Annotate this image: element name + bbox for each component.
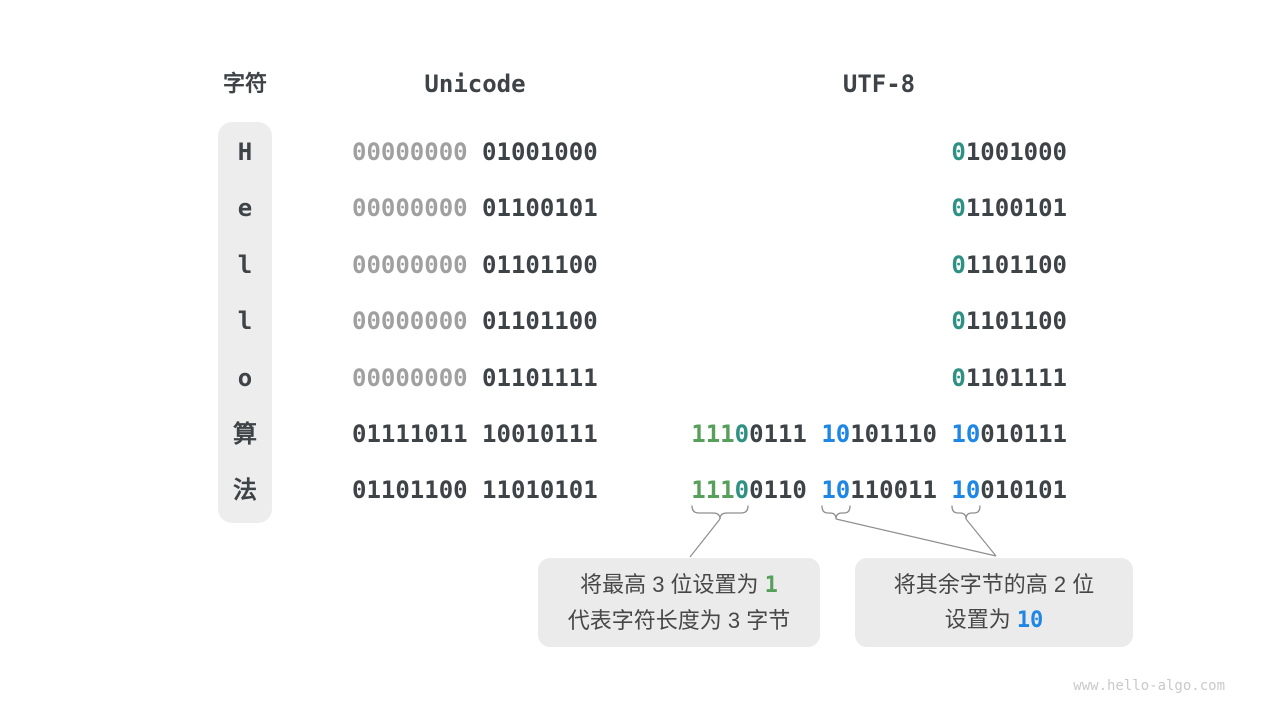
connector-line-left-callout xyxy=(689,518,721,558)
char-label: 法 xyxy=(233,476,257,505)
watermark: www.hello-algo.com xyxy=(1073,678,1225,694)
column-header-utf8: UTF-8 xyxy=(842,70,916,98)
binary-segment-gray: 00000000 xyxy=(352,138,468,166)
binary-segment-dark: 0110 xyxy=(749,476,822,505)
utf8-binary: 01101100 xyxy=(951,249,1067,281)
utf8-binary: 01001000 xyxy=(951,136,1067,168)
callout-continuation-bits: 将其余字节的高 2 位 设置为 10 xyxy=(855,558,1133,647)
binary-segment-green: 111 xyxy=(691,420,735,448)
connector-line-right-byte xyxy=(965,518,997,557)
utf8-binary: 11100110 10110011 10010101 xyxy=(691,474,1067,506)
callout-left-line1: 将最高 3 位设置为 1 xyxy=(580,567,778,603)
char-label: 算 xyxy=(233,420,257,448)
binary-segment-blue: 10 xyxy=(821,476,851,505)
callout-right-line1: 将其余字节的高 2 位 xyxy=(893,572,1095,597)
char-label: e xyxy=(237,194,253,223)
unicode-binary: 01111011 10010111 xyxy=(352,418,598,450)
unicode-binary: 01101100 11010101 xyxy=(352,474,598,506)
underbrace-third-byte-prefix xyxy=(951,505,981,520)
utf8-binary: 01100101 xyxy=(951,192,1067,224)
callout-left-line1-text: 将最高 3 位设置为 xyxy=(580,572,765,597)
unicode-binary: 00000000 01001000 xyxy=(352,136,598,168)
character-column-background xyxy=(218,122,272,523)
callout-right-line2-highlight: 10 xyxy=(1016,608,1044,633)
binary-segment-teal: 0 xyxy=(951,138,966,166)
column-header-unicode: Unicode xyxy=(424,70,526,98)
binary-segment-teal: 0 xyxy=(951,250,966,279)
binary-segment-dark: 0111 xyxy=(749,420,822,448)
callout-right-line2: 设置为 10 xyxy=(945,602,1044,638)
char-label: l xyxy=(237,250,253,279)
binary-segment-dark: 010111 xyxy=(980,420,1067,448)
binary-segment-dark: 01100101 xyxy=(467,194,598,223)
unicode-binary: 00000000 01100101 xyxy=(352,192,598,224)
binary-segment-blue: 10 xyxy=(951,420,981,448)
binary-segment-dark: 01101100 11010101 xyxy=(352,476,598,505)
unicode-binary: 00000000 01101100 xyxy=(352,249,598,281)
binary-segment-gray: 00000000 xyxy=(352,307,468,336)
binary-segment-teal: 0 xyxy=(951,307,966,336)
binary-segment-dark: 01101100 xyxy=(467,250,598,279)
binary-segment-gray: 00000000 xyxy=(352,363,468,392)
binary-segment-dark: 1001000 xyxy=(965,138,1067,166)
callout-right-line2-text: 设置为 xyxy=(944,607,1017,632)
connector-line-middle-byte xyxy=(835,518,997,557)
binary-segment-blue: 10 xyxy=(951,476,981,505)
binary-segment-dark: 1101100 xyxy=(965,250,1067,279)
binary-segment-teal: 0 xyxy=(951,194,966,223)
char-label: o xyxy=(237,363,253,392)
binary-segment-dark: 01111011 10010111 xyxy=(352,420,598,448)
binary-segment-dark: 01101100 xyxy=(467,307,598,336)
callout-left-line1-highlight: 1 xyxy=(764,573,778,598)
binary-segment-dark: 01001000 xyxy=(467,138,598,166)
binary-segment-dark: 101110 xyxy=(850,420,952,448)
binary-segment-dark: 1101100 xyxy=(965,307,1067,336)
callout-high-bits: 将最高 3 位设置为 1 代表字符长度为 3 字节 xyxy=(538,558,820,647)
char-label: H xyxy=(237,138,253,166)
binary-segment-gray: 00000000 xyxy=(352,250,468,279)
column-header-char: 字符 xyxy=(222,71,267,96)
binary-segment-gray: 00000000 xyxy=(352,194,468,223)
binary-segment-dark: 110011 xyxy=(850,476,952,505)
underbrace-first-byte-prefix xyxy=(691,505,749,520)
char-label: l xyxy=(237,307,253,336)
binary-segment-green: 111 xyxy=(691,476,735,505)
callout-left-line2: 代表字符长度为 3 字节 xyxy=(567,608,791,633)
binary-segment-dark: 1100101 xyxy=(965,194,1067,223)
unicode-binary: 00000000 01101100 xyxy=(352,305,598,337)
binary-segment-teal: 0 xyxy=(951,363,966,392)
binary-segment-dark: 010101 xyxy=(980,476,1067,505)
binary-segment-teal: 0 xyxy=(734,476,750,505)
utf8-binary: 01101111 xyxy=(951,362,1067,394)
binary-segment-blue: 10 xyxy=(821,420,851,448)
unicode-binary: 00000000 01101111 xyxy=(352,362,598,394)
binary-segment-dark: 01101111 xyxy=(467,363,598,392)
binary-segment-teal: 0 xyxy=(734,420,750,448)
utf8-binary: 01101100 xyxy=(951,305,1067,337)
underbrace-second-byte-prefix xyxy=(821,505,851,520)
binary-segment-dark: 1101111 xyxy=(965,363,1067,392)
utf8-binary: 11100111 10101110 10010111 xyxy=(691,418,1067,450)
